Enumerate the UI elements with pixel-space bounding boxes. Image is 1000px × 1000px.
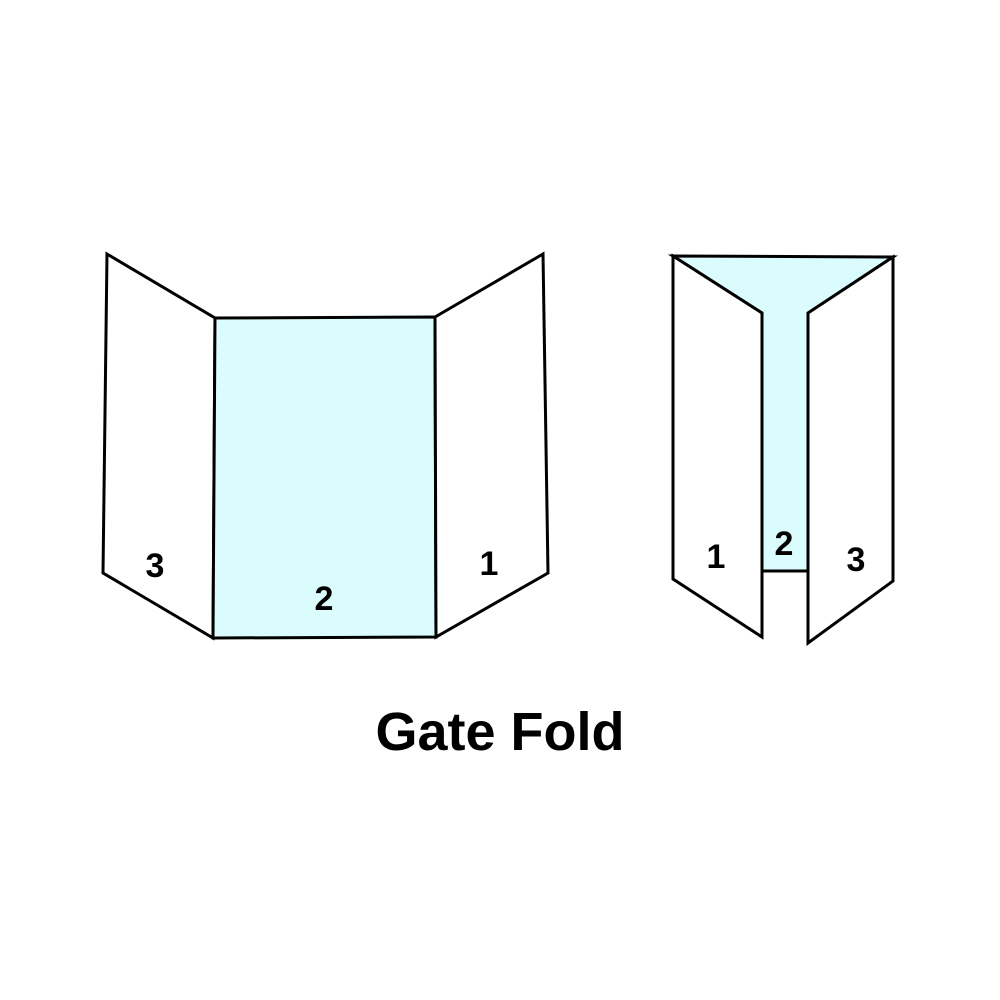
folded-view: 1 2 3 bbox=[667, 253, 898, 646]
folded-left-panel bbox=[671, 253, 764, 640]
open-right-panel bbox=[433, 251, 550, 640]
folded-left-panel-label: 1 bbox=[707, 538, 726, 576]
open-right-panel-label: 1 bbox=[480, 545, 499, 583]
folded-right-panel-label: 3 bbox=[847, 541, 866, 579]
folded-center-panel-label: 2 bbox=[775, 525, 794, 563]
open-left-panel-label: 3 bbox=[146, 547, 165, 585]
open-center-panel-label: 2 bbox=[315, 580, 334, 618]
folded-right-panel bbox=[806, 254, 895, 646]
open-view: 3 2 1 bbox=[101, 251, 550, 641]
diagram-title: Gate Fold bbox=[375, 702, 624, 762]
